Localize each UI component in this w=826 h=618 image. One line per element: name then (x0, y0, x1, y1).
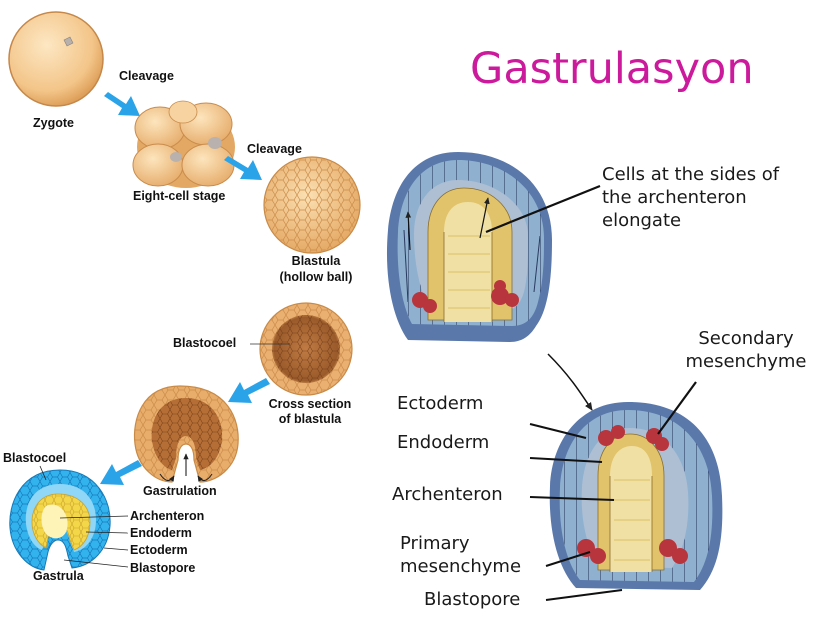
page-title: Gastrulasyon (470, 44, 754, 94)
label-primary-mesenchyme-line2: mesenchyme (400, 556, 522, 577)
lower-embryo-illustration (529, 381, 723, 601)
label-secondary-mesenchyme: Secondary (698, 328, 794, 349)
label-blastula: Blastula (291, 254, 341, 268)
label-blastocoel-1: Blastocoel (173, 336, 237, 350)
label-blastula-subtitle: (hollow ball) (279, 270, 353, 284)
eight-cell-illustration (132, 100, 235, 188)
transition-arrow (547, 353, 593, 411)
label-cells-sides-line2: the archenteron (602, 187, 747, 208)
label-secondary-mesenchyme-line2: mesenchyme (685, 351, 807, 372)
label-blastopore-right: Blastopore (424, 589, 521, 610)
label-cross-section: Cross section (268, 397, 352, 411)
label-primary-mesenchyme: Primary (400, 533, 470, 554)
label-archenteron-right: Archenteron (392, 484, 503, 505)
cross-section-illustration (250, 302, 353, 396)
early-gastrula-illustration (133, 385, 239, 483)
label-endoderm-left: Endoderm (130, 526, 192, 540)
zygote-illustration (8, 11, 104, 107)
cleavage-arrow-2 (224, 156, 262, 180)
label-cleavage-1: Cleavage (119, 69, 174, 83)
label-cleavage-2: Cleavage (247, 142, 302, 156)
gastrulation-arrow (228, 378, 270, 403)
gastrula-illustration (9, 465, 129, 571)
upper-embryo-illustration (386, 152, 601, 342)
label-endoderm-right: Endoderm (397, 432, 490, 453)
label-zygote: Zygote (33, 116, 74, 130)
label-gastrula: Gastrula (33, 569, 84, 583)
label-cross-section-subtitle: of blastula (278, 412, 342, 426)
label-archenteron-left: Archenteron (130, 509, 205, 523)
label-gastrulation: Gastrulation (143, 484, 217, 498)
cleavage-arrow-1 (104, 92, 140, 116)
blastula-illustration (263, 156, 361, 254)
label-cells-sides-line1: Cells at the sides of (602, 164, 780, 185)
label-blastocoel-2: Blastocoel (3, 451, 67, 465)
label-ectoderm-left: Ectoderm (130, 543, 188, 557)
label-eight-cell-stage: Eight-cell stage (133, 189, 226, 203)
label-cells-sides-line3: elongate (602, 210, 682, 231)
gastrula-arrow (100, 460, 142, 485)
label-blastopore-left: Blastopore (130, 561, 196, 575)
label-ectoderm-right: Ectoderm (397, 393, 484, 414)
